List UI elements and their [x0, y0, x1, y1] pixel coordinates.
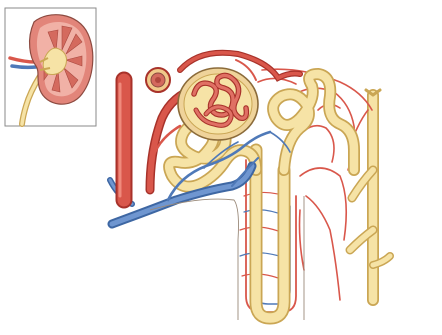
- loop-of-henle: [256, 150, 284, 318]
- arcuate-vessel-cross-section: [146, 68, 170, 92]
- collecting-duct: [350, 90, 390, 300]
- distal-convoluted-tubule: [273, 74, 354, 170]
- inset-renal-vein: [12, 66, 36, 67]
- kidney-inset: [5, 8, 96, 126]
- renal-corpuscle: [178, 68, 258, 140]
